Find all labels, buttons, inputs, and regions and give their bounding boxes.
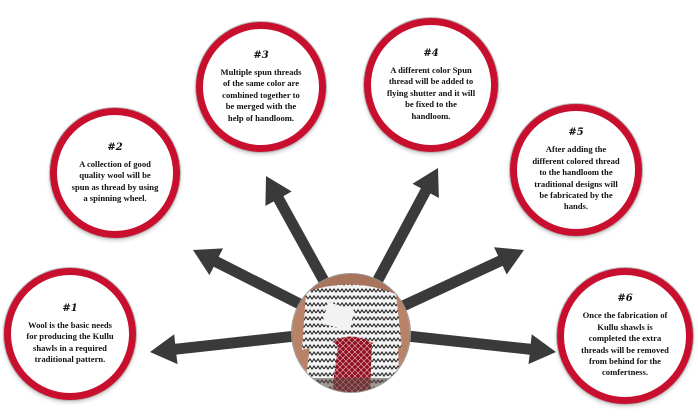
arrow-to-step-1 [150,328,312,365]
step-description: After adding the different colored threa… [532,144,620,212]
step-number: #6 [617,293,633,305]
step-number: #1 [62,302,78,314]
arrow-to-step-6 [390,328,556,365]
center-shawl-photo [292,274,410,392]
step-description: A different color Spun thread will be ad… [386,65,476,121]
arrow-to-step-5 [385,247,524,319]
step-description: A collection of good quality wool will b… [71,158,159,203]
arrow-to-step-4 [365,168,439,298]
arrow-to-step-2 [193,248,318,317]
step-description: Wool is the basic needs for producing th… [26,319,114,364]
step-description: Once the fabrication of Kullu shawls is … [581,310,669,378]
step-2-circle: #2 A collection of good quality wool wil… [50,108,180,238]
step-4-circle: #4 A different color Spun thread will be… [364,18,498,152]
step-number: #3 [253,50,269,62]
step-number: #5 [568,127,584,139]
step-3-circle: #3 Multiple spun threads of the same col… [196,22,326,152]
step-5-circle: #5 After adding the different colored th… [510,104,642,236]
step-description: Multiple spun threads of the same color … [220,67,302,123]
arrow-to-step-3 [265,176,337,298]
step-6-circle: #6 Once the fabrication of Kullu shawls … [557,268,693,404]
step-1-circle: #1 Wool is the basic needs for producing… [4,268,136,400]
step-number: #2 [107,141,123,153]
step-number: #4 [423,48,439,60]
